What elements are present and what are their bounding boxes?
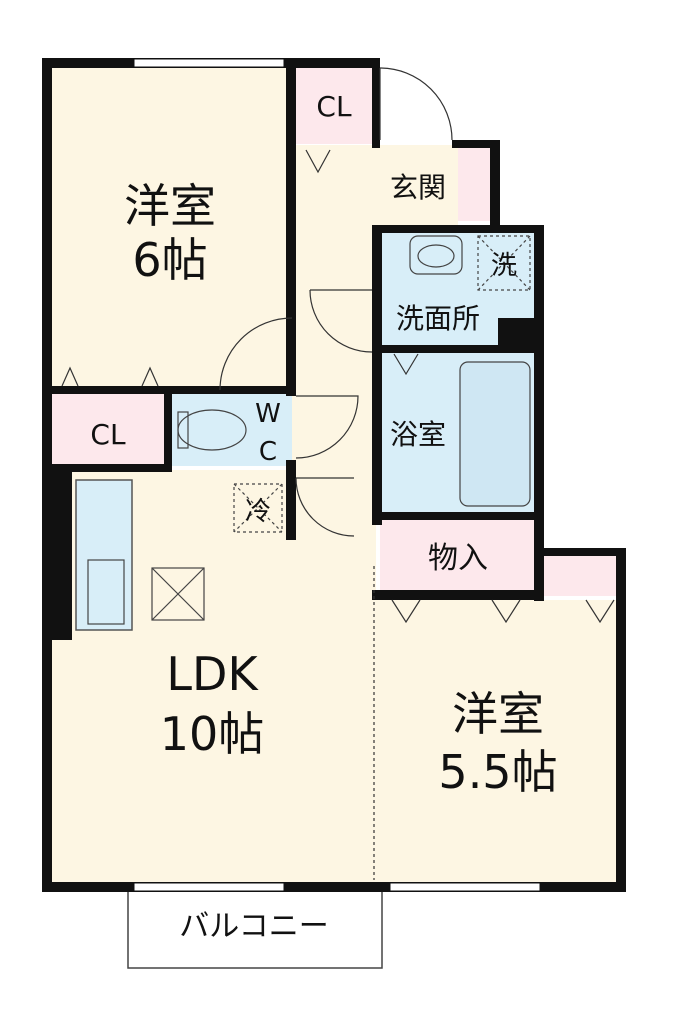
closet-mid <box>50 390 166 470</box>
kitchen-counter <box>75 479 133 631</box>
entrance-label: 玄関 <box>390 171 446 204</box>
walls <box>42 58 626 892</box>
fixtures <box>87 235 531 625</box>
room-western2 <box>376 600 622 884</box>
shoe-cabinet <box>458 145 496 221</box>
toilet-w-label: W <box>255 399 281 429</box>
doors <box>61 67 615 880</box>
room-western1 <box>50 66 292 390</box>
closet-top <box>296 66 372 144</box>
balcony-label: バルコニー <box>179 909 328 944</box>
windows <box>133 58 541 892</box>
western2-size: 5.5帖 <box>438 745 557 799</box>
storage-label: 物入 <box>428 541 488 576</box>
entrance-floor <box>376 145 458 225</box>
washroom-label: 洗面所 <box>396 302 480 335</box>
ldk-size: 10帖 <box>160 707 265 761</box>
closet-mid-label: CL <box>90 418 126 451</box>
storage-2 <box>540 556 620 596</box>
closet-top-label: CL <box>316 90 352 123</box>
toilet <box>172 394 292 466</box>
fridge-label: 冷 <box>245 497 271 527</box>
toilet-c-label: C <box>259 437 277 467</box>
western1-name: 洋室 <box>124 179 216 233</box>
storage <box>380 518 536 596</box>
washer-label: 洗 <box>491 251 517 281</box>
bath-label: 浴室 <box>390 418 446 451</box>
balcony <box>127 883 383 969</box>
western2-name: 洋室 <box>452 687 544 741</box>
ldk-name: LDK <box>166 647 259 701</box>
western1-size: 6帖 <box>132 233 207 287</box>
